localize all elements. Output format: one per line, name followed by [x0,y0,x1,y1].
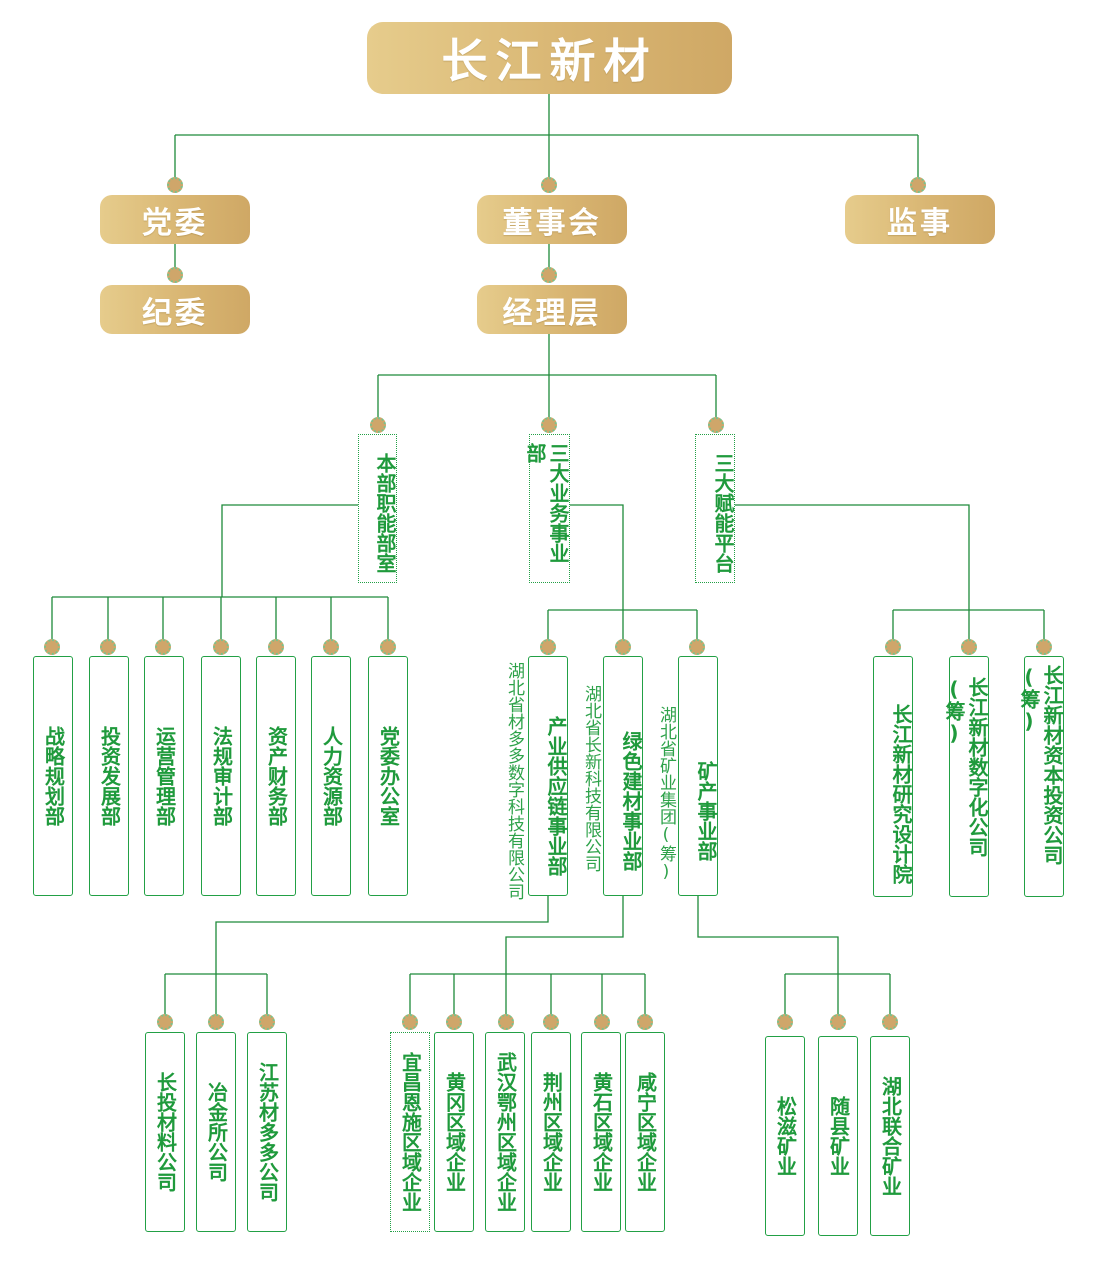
sub-metallurgy-institute: 冶金所公司 [196,1032,236,1232]
sub-wuhan-ezhou: 武汉鄂州区域企业 [485,1032,525,1232]
connector-dot [380,639,396,655]
connector-dot [167,177,183,193]
sub-hubei-united-mining: 湖北联合矿业 [870,1036,910,1236]
connector-dot [157,1014,173,1030]
dept-operations-management: 运营管理部 [144,656,184,896]
connector-dot [541,177,557,193]
dept-asset-finance: 资产财务部 [256,656,296,896]
connector-dot [213,639,229,655]
connector-dot [155,639,171,655]
dept-party-office: 党委办公室 [368,656,408,896]
sub-yichang-enshi: 宜昌恩施区域企业 [390,1032,430,1232]
sub-jiangsu-caiduoduo: 江苏材多多公司 [247,1032,287,1232]
connector-dot [259,1014,275,1030]
dept-legal-audit: 法规审计部 [201,656,241,896]
dept-human-resources: 人力资源部 [311,656,351,896]
sub-suixian-mining: 随县矿业 [818,1036,858,1236]
connector-dot [777,1014,793,1030]
platform-capital-investment: 长江新材资本投资公司(筹) [1017,656,1064,897]
sub-huanggang: 黄冈区域企业 [434,1032,474,1232]
unit-green-building-company: 湖北省长新科技有限公司 [581,685,601,872]
connector-dot [268,639,284,655]
sub-jingzhou: 荆州区域企业 [531,1032,571,1232]
sub-songzi-mining: 松滋矿业 [765,1036,805,1236]
connector-dot [498,1014,514,1030]
management-box: 经理层 [477,285,627,334]
connector-dot [446,1014,462,1030]
connector-dot [708,417,724,433]
discipline-committee-box: 纪委 [100,285,250,334]
connector-dot [402,1014,418,1030]
connector-dot [615,639,631,655]
dept-investment-development: 投资发展部 [89,656,129,896]
group-enabling-platforms: 三大赋能平台 [695,434,735,583]
connector-dot [910,177,926,193]
board-box: 董事会 [477,195,627,244]
connector-dot [594,1014,610,1030]
connector-dot [1036,639,1052,655]
connector-dot [543,1014,559,1030]
connector-dot [100,639,116,655]
group-business-units: 三大业务事业部 [523,434,570,583]
group-hq-departments: 本部职能部室 [358,434,397,583]
unit-green-building: 绿色建材事业部 [603,656,643,896]
company-title: 长江新材 [367,22,732,94]
unit-mineral: 矿产事业部 [678,656,718,896]
connector-dot [885,639,901,655]
connector-dot [541,267,557,283]
connector-dot [323,639,339,655]
sub-xianning: 咸宁区域企业 [625,1032,665,1232]
unit-supply-chain: 产业供应链事业部 [528,656,568,896]
dept-strategy-planning: 战略规划部 [33,656,73,896]
connector-dot [882,1014,898,1030]
connector-dot [961,639,977,655]
party-committee-box: 党委 [100,195,250,244]
connector-dot [208,1014,224,1030]
sub-changtou-materials: 长投材料公司 [145,1032,185,1232]
connector-dot [44,639,60,655]
unit-mineral-company: 湖北省矿业集团(筹) [656,706,676,882]
connector-dot [637,1014,653,1030]
sub-huangshi: 黄石区域企业 [581,1032,621,1232]
connector-lines [51,94,1045,1022]
connector-dot [830,1014,846,1030]
platform-research-institute: 长江新材研究设计院 [873,656,913,897]
supervisor-box: 监事 [845,195,995,244]
connector-dot [167,267,183,283]
connector-dot [370,417,386,433]
connector-dot [541,417,557,433]
connector-dot [540,639,556,655]
connector-dot [689,639,705,655]
unit-supply-chain-company: 湖北省材多多数字科技有限公司 [504,662,524,900]
platform-digital-company: 长江新材数字化公司(筹) [942,656,989,897]
